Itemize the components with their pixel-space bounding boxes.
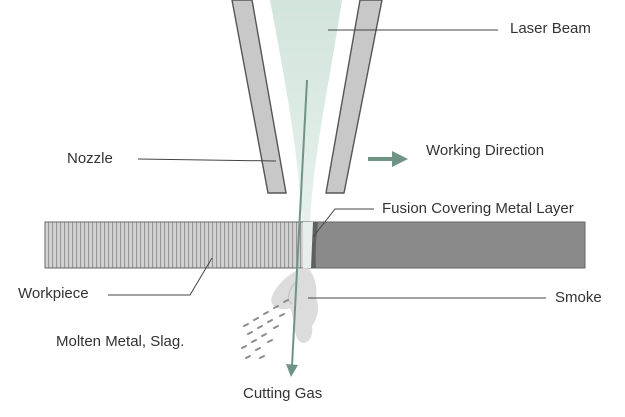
workpiece-uncut-section xyxy=(303,221,586,269)
label-working-direction: Working Direction xyxy=(426,142,545,159)
label-laser-beam: Laser Beam xyxy=(510,20,591,37)
label-workpiece: Workpiece xyxy=(18,285,89,302)
label-fusion-layer: Fusion Covering Metal Layer xyxy=(382,200,574,217)
leader-fusion-layer xyxy=(312,208,374,238)
nozzle-right-wall xyxy=(325,0,383,194)
leader-workpiece xyxy=(108,257,213,296)
slag-particles xyxy=(241,299,289,359)
cutting-gas-arrow-shaft xyxy=(291,79,308,367)
label-nozzle: Nozzle xyxy=(67,150,113,167)
label-cutting-gas: Cutting Gas xyxy=(243,385,323,402)
nozzle-left-wall xyxy=(231,0,287,194)
working-direction-arrowhead xyxy=(392,151,408,167)
cut-kerf xyxy=(303,222,313,268)
leader-nozzle xyxy=(137,158,277,162)
workpiece-cut-section xyxy=(44,221,305,269)
cutting-gas-arrowhead xyxy=(286,364,298,377)
label-molten-metal: Molten Metal, Slag. xyxy=(56,333,185,350)
label-smoke: Smoke xyxy=(555,289,602,306)
